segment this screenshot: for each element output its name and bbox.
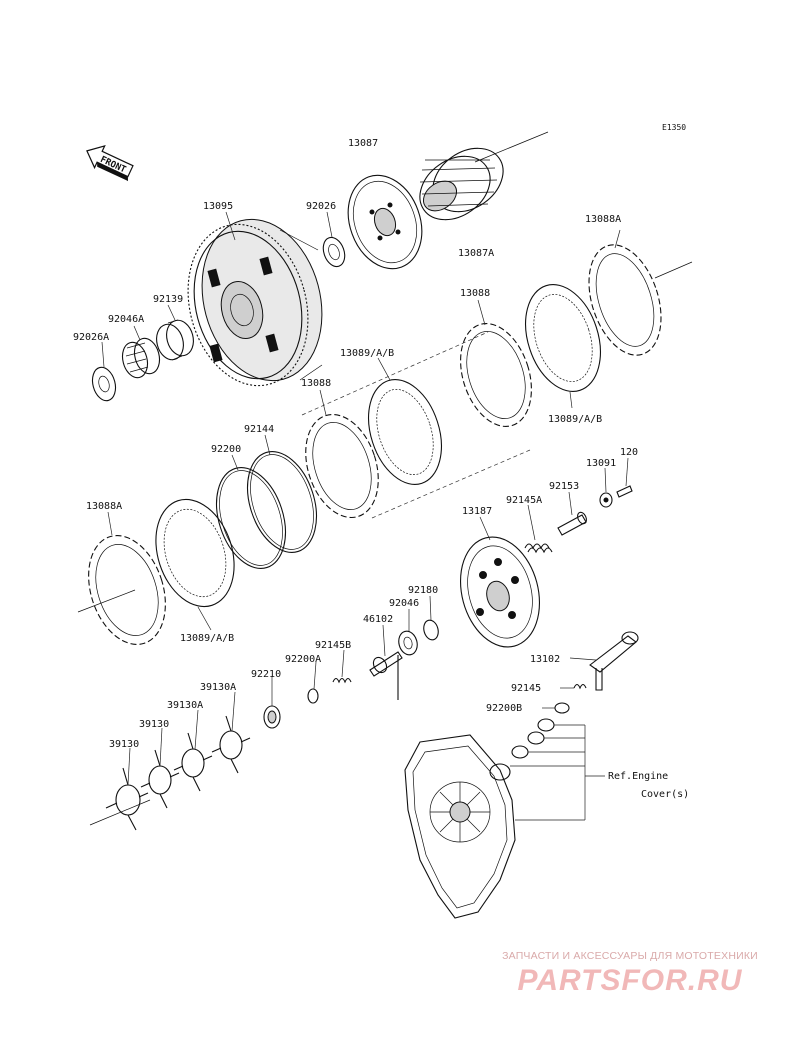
label-92145A: 92145A — [506, 495, 542, 506]
friction-plate-13088A-left — [88, 535, 166, 645]
label-92200B: 92200B — [486, 703, 522, 714]
spring-ring-92144 — [247, 451, 317, 553]
ref-note-line2: Cover(s) — [641, 789, 689, 800]
watermark-logo: PARTSFOR.RU — [517, 964, 743, 997]
label-92144: 92144 — [244, 424, 274, 435]
push-rod-46102 — [369, 651, 403, 700]
engine-cover — [404, 734, 516, 919]
label-13095: 13095 — [203, 201, 233, 212]
label-92046: 92046 — [389, 598, 419, 609]
guide-39130A-1 — [211, 715, 251, 774]
leader-lines — [101, 211, 629, 821]
label-92210: 92210 — [251, 669, 281, 680]
label-39130-1: 39130 — [139, 719, 169, 730]
release-lever-13102 — [589, 631, 639, 691]
label-13089-upper: 13089/A/B — [340, 348, 394, 359]
spring-92145B — [332, 677, 352, 684]
washer-92200A — [307, 688, 319, 704]
needle-bearing-92046A — [121, 337, 161, 379]
label-13089-right: 13089/A/B — [548, 414, 602, 425]
front-arrow-icon: FRONT — [86, 144, 134, 182]
washer-92200B — [554, 702, 570, 714]
label-92200: 92200 — [211, 444, 241, 455]
friction-plate-13088-upper — [460, 323, 532, 427]
spring-92145A — [524, 543, 553, 554]
label-13087A: 13087A — [458, 248, 494, 259]
clutch-plate-13087 — [347, 174, 423, 270]
label-13091: 13091 — [586, 458, 616, 469]
bearing-92046 — [398, 630, 418, 656]
label-39130A-2: 39130A — [167, 700, 203, 711]
label-39130-2: 39130 — [109, 739, 139, 750]
part-labels: E1350 13087 13087A 13095 92026 13088A 92… — [73, 123, 689, 800]
label-39130A-1: 39130A — [200, 682, 236, 693]
clutch-hub-13087 — [419, 147, 504, 221]
watermark-caption: ЗАПЧАСТИ И АКСЕССУАРЫ ДЛЯ МОТОТЕХНИКИ — [502, 950, 758, 962]
label-13088A-left: 13088A — [86, 501, 122, 512]
collar-92139 — [156, 319, 194, 361]
label-13088-mid: 13088 — [301, 378, 331, 389]
label-120: 120 — [620, 447, 638, 458]
part-13091 — [599, 492, 613, 508]
watermark: ЗАПЧАСТИ И АКСЕССУАРЫ ДЛЯ МОТОТЕХНИКИ PA… — [470, 950, 790, 998]
guide-39130-2 — [105, 767, 149, 831]
guide-39130-1 — [140, 749, 180, 809]
label-13102: 13102 — [530, 654, 560, 665]
steel-plate-13089-left — [155, 498, 235, 608]
steel-plate-13089-right — [525, 284, 601, 392]
washer-92026A — [91, 366, 117, 402]
steel-plate-13089-upper — [368, 379, 442, 485]
pressure-plate-13187 — [459, 536, 541, 648]
label-92200A: 92200A — [285, 654, 321, 665]
friction-plate-13088A-top — [588, 244, 662, 356]
label-92026A: 92026A — [73, 332, 109, 343]
label-92145B: 92145B — [315, 640, 351, 651]
clutch-housing-13095 — [187, 218, 323, 387]
label-13087: 13087 — [348, 138, 378, 149]
label-92180: 92180 — [408, 585, 438, 596]
label-92026: 92026 — [306, 201, 336, 212]
diagram-code: E1350 — [662, 123, 686, 132]
washer-92026 — [322, 236, 346, 268]
ref-note-line1: Ref.Engine — [608, 771, 668, 782]
label-92145: 92145 — [511, 683, 541, 694]
label-13088-upper: 13088 — [460, 288, 490, 299]
center-axis-lines — [77, 131, 693, 826]
label-13187: 13187 — [462, 506, 492, 517]
bolt-92153 — [557, 511, 587, 536]
label-13089-left: 13089/A/B — [180, 633, 234, 644]
bolt-120 — [616, 485, 633, 498]
label-46102: 46102 — [363, 614, 393, 625]
label-92139: 92139 — [153, 294, 183, 305]
guide-39130A-2 — [173, 732, 213, 792]
seal-92210 — [263, 705, 281, 729]
label-92046A: 92046A — [108, 314, 144, 325]
label-92153: 92153 — [549, 481, 579, 492]
label-13088A-top: 13088A — [585, 214, 621, 225]
washer-92180 — [423, 619, 439, 641]
spring-92145 — [573, 683, 587, 690]
friction-plate-13088-mid — [305, 413, 379, 519]
